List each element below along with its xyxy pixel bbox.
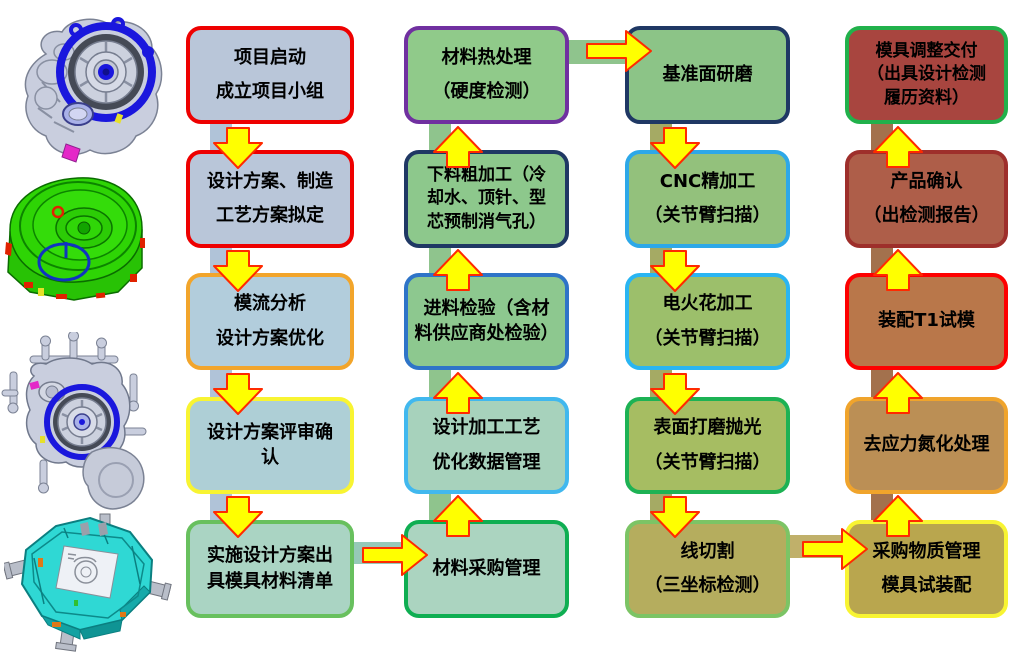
flow-arrow-up-icon <box>433 372 483 414</box>
step-label-line: 实施设计方案出 <box>207 545 333 566</box>
step-label-line: 成立项目小组 <box>216 81 324 102</box>
flow-arrow-up-icon <box>433 249 483 291</box>
step-label-line: 采购物质管理 <box>872 540 981 562</box>
step-label-line: 材料采购管理 <box>432 557 541 579</box>
step-implement-design-bom: 实施设计方案出 具模具材料清单 <box>186 520 354 618</box>
step-label-line: 设计加工工艺 <box>432 417 541 438</box>
step-label-line: 认 <box>261 447 279 468</box>
step-label-line: 工艺方案拟定 <box>216 205 324 226</box>
step-label-line: 项目启动 <box>234 46 306 68</box>
flow-arrow-right-icon <box>586 30 652 72</box>
step-label-line: 模具试装配 <box>881 575 972 596</box>
step-label-line: 进料检验（含材 <box>423 297 550 319</box>
step-incoming-inspection: 进料检验（含材 料供应商处检验） <box>404 273 569 370</box>
flow-arrow-down-icon <box>650 373 700 415</box>
step-label-line: 模流分析 <box>234 293 306 314</box>
flow-arrow-up-icon <box>873 372 923 414</box>
step-label-line: 去应力氮化处理 <box>863 434 990 456</box>
step-material-procurement: 材料采购管理 <box>404 520 569 618</box>
step-t1-trial: 装配T1试模 <box>845 273 1008 370</box>
step-product-confirmation: 产品确认 （出检测报告） <box>845 150 1008 248</box>
step-label-line: 基准面研磨 <box>662 63 753 85</box>
step-label-line: 却水、顶针、型 <box>427 188 546 209</box>
step-label-line: 芯预制消气孔） <box>427 211 546 232</box>
step-stress-relief-nitriding: 去应力氮化处理 <box>845 397 1008 494</box>
cad-image-mold-base <box>4 513 172 652</box>
step-surface-polishing: 表面打磨抛光 （关节臂扫描） <box>625 397 790 494</box>
flow-arrow-up-icon <box>433 495 483 537</box>
step-label-line: 线切割 <box>680 540 735 562</box>
flow-arrow-up-icon <box>433 126 483 168</box>
step-label-line: 电火花加工 <box>662 293 753 314</box>
step-label-line: （硬度检测） <box>432 81 541 102</box>
step-label-line: 下料粗加工（冷 <box>427 165 546 186</box>
step-label-line: （出具设计检测 <box>867 64 986 85</box>
flow-arrow-up-icon <box>873 495 923 537</box>
step-label-line: 模具调整交付 <box>875 41 978 62</box>
step-mold-delivery: 模具调整交付 （出具设计检测 履历资料） <box>845 26 1008 124</box>
cad-image-moldflow-housing <box>5 177 145 301</box>
step-label-line: 履历资料） <box>884 87 969 108</box>
step-label-line: 装配T1试模 <box>878 310 975 332</box>
step-label-line: 表面打磨抛光 <box>653 417 762 438</box>
step-label-line: 优化数据管理 <box>432 451 541 473</box>
step-process-data-management: 设计加工工艺 优化数据管理 <box>404 397 569 494</box>
flow-arrow-up-icon <box>873 126 923 168</box>
step-design-review: 设计方案评审确 认 <box>186 397 354 494</box>
step-project-kickoff: 项目启动 成立项目小组 <box>186 26 354 124</box>
step-label-line: 设计方案、制造 <box>207 170 333 192</box>
step-purchase-trial-assembly: 采购物质管理 模具试装配 <box>845 520 1008 618</box>
flow-arrow-up-icon <box>873 249 923 291</box>
step-wire-cutting: 线切割 （三坐标检测） <box>625 520 790 618</box>
step-cnc-finishing: CNC精加工 （关节臂扫描） <box>625 150 790 248</box>
flow-arrow-right-icon <box>362 534 428 576</box>
step-rough-machining: 下料粗加工（冷 却水、顶针、型 芯预制消气孔） <box>404 150 569 248</box>
step-label-line: （三坐标检测） <box>644 575 771 596</box>
step-edm: 电火花加工 （关节臂扫描） <box>625 273 790 370</box>
step-label-line: 具模具材料清单 <box>207 570 333 592</box>
flow-arrow-down-icon <box>213 496 263 538</box>
flow-arrow-down-icon <box>650 496 700 538</box>
step-moldflow-analysis: 模流分析 设计方案优化 <box>186 273 354 370</box>
step-datum-grinding: 基准面研磨 <box>625 26 790 124</box>
cad-image-transmission-housing <box>24 17 163 163</box>
step-heat-treatment: 材料热处理 （硬度检测） <box>404 26 569 124</box>
step-label-line: （关节臂扫描） <box>644 327 771 349</box>
cad-image-casting-runners <box>1 332 147 510</box>
step-label-line: CNC精加工 <box>659 170 756 192</box>
step-label-line: 料供应商处检验） <box>414 323 559 344</box>
step-label-line: 设计方案评审确 <box>207 421 333 443</box>
step-label-line: 设计方案优化 <box>216 327 324 349</box>
step-label-line: 材料热处理 <box>441 46 532 68</box>
flow-arrow-down-icon <box>650 127 700 169</box>
step-design-plan: 设计方案、制造 工艺方案拟定 <box>186 150 354 248</box>
flow-arrow-down-icon <box>213 373 263 415</box>
flow-arrow-right-icon <box>802 528 868 570</box>
step-label-line: （关节臂扫描） <box>644 451 771 473</box>
step-label-line: 产品确认 <box>890 170 963 192</box>
flow-arrow-down-icon <box>213 250 263 292</box>
flow-arrow-down-icon <box>650 250 700 292</box>
flow-arrow-down-icon <box>213 127 263 169</box>
step-label-line: （关节臂扫描） <box>644 205 771 226</box>
step-label-line: （出检测报告） <box>863 205 990 226</box>
